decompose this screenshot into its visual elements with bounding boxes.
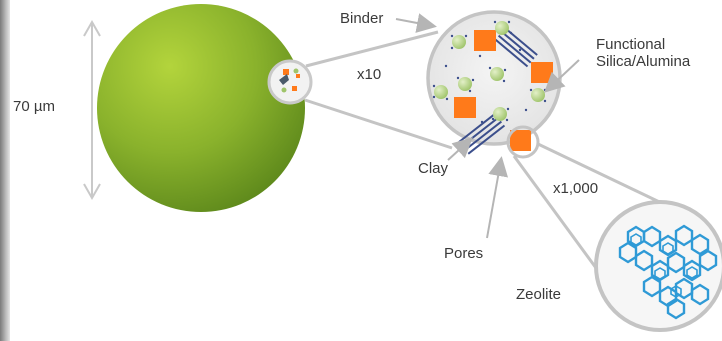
zoom-circle-x1000: [594, 200, 722, 332]
silica-alumina-particle: [490, 67, 504, 81]
zoom-connectors-1: [304, 30, 453, 150]
particle-size-label: 70 µm: [13, 98, 55, 115]
dimension-arrow-icon: [83, 19, 101, 201]
pore-highlight-circle: [506, 125, 540, 159]
functional-label-line2: Silica/Alumina: [596, 53, 691, 70]
magnification-x10-label: x10: [357, 66, 382, 83]
zeolite-crystal: [531, 62, 553, 83]
zeolite-crystal: [510, 130, 531, 151]
zeolite-crystal: [474, 30, 496, 51]
binder-label: Binder: [340, 10, 384, 27]
left-edge-bar: [0, 0, 10, 341]
silica-alumina-particle: [531, 88, 545, 102]
silica-alumina-particle: [493, 107, 507, 121]
silica-alumina-particle: [458, 77, 472, 91]
silica-alumina-particle: [452, 35, 466, 49]
silica-alumina-particle: [434, 85, 448, 99]
fcc-particle: [97, 4, 305, 212]
binder-dots: [432, 20, 547, 124]
background-band: [10, 205, 365, 265]
sample-region-circle: [267, 59, 313, 105]
silica-alumina-particle: [495, 21, 509, 35]
magnification-x1000-label: x1,000: [553, 180, 599, 197]
zoom-circle-x10: [426, 10, 562, 155]
label-arrows: [395, 13, 580, 239]
functional-label-line1: Functional: [596, 36, 666, 53]
zeolite-crystal: [454, 97, 476, 118]
zeolite-framework-icon: [618, 224, 718, 320]
clay-label: Clay: [418, 160, 449, 177]
functional-silica-alumina-label: Functional Silica/Alumina: [596, 36, 716, 70]
pores-label: Pores: [444, 245, 484, 262]
zeolite-label: Zeolite: [516, 286, 562, 303]
